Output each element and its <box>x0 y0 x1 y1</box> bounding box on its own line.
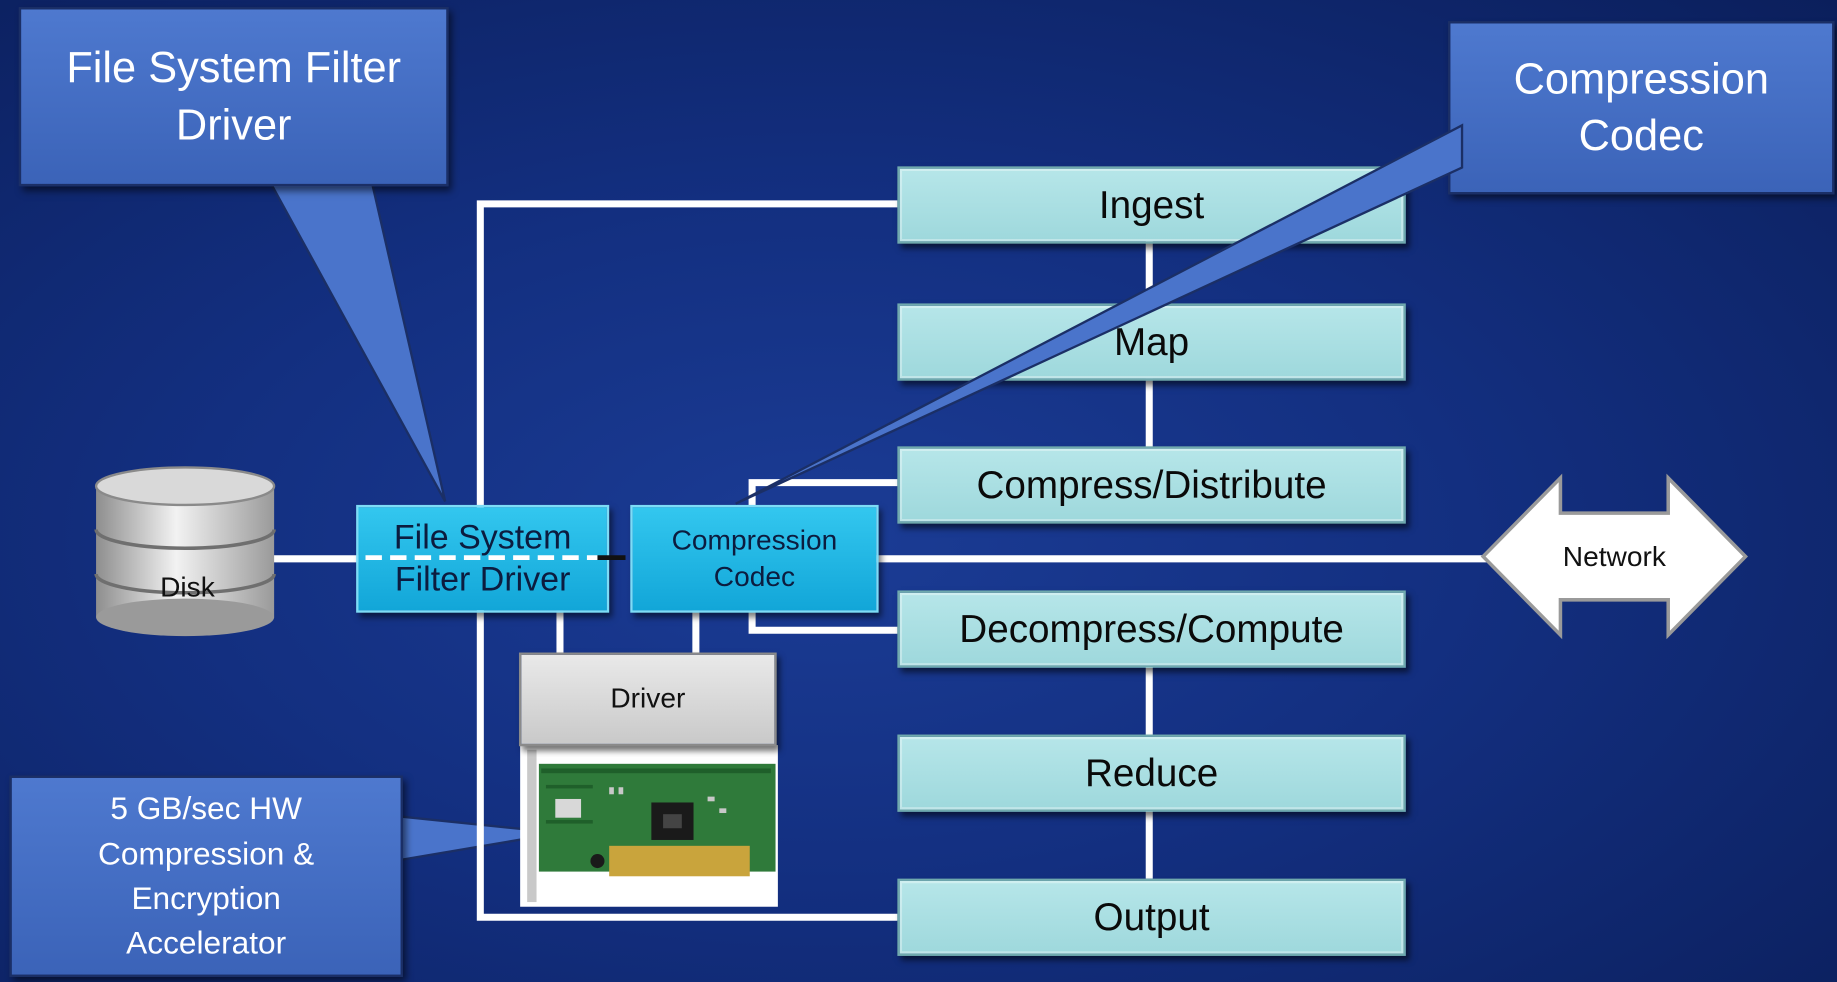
fs-filter-callout-text: File System Filter Driver <box>66 43 402 149</box>
network-arrow-icon <box>1480 473 1749 640</box>
ingest-box: Ingest <box>897 166 1406 244</box>
driver-label: Driver <box>610 682 686 715</box>
compress-distribute-label: Compress/Distribute <box>976 462 1327 507</box>
network-label-wrap: Network <box>1544 537 1685 579</box>
compression-codec-box: Compression Codec <box>630 504 879 613</box>
output-label: Output <box>1093 895 1210 939</box>
reduce-box: Reduce <box>897 734 1406 812</box>
hw-accelerator-callout: 5 GB/sec HW Compression & Encryption Acc… <box>9 775 403 978</box>
driver-box: Driver <box>518 652 777 747</box>
dashed-separator <box>365 555 626 560</box>
output-box: Output <box>897 878 1406 956</box>
disk-label: Disk <box>160 571 215 604</box>
codec-callout-text: Compression Codec <box>1513 54 1769 160</box>
fs-filter-callout-pointer <box>269 183 447 502</box>
disk-icon <box>94 466 276 637</box>
compression-codec-label: Compression Codec <box>671 524 838 593</box>
map-label: Map <box>1113 319 1190 364</box>
decompress-compute-box: Decompress/Compute <box>897 590 1406 668</box>
codec-callout: Compression Codec <box>1447 21 1835 195</box>
fs-filter-callout: File System Filter Driver <box>18 7 449 187</box>
network-label: Network <box>1562 541 1666 573</box>
disk-label-wrap: Disk <box>138 569 236 606</box>
accelerator-card-image <box>520 745 778 907</box>
reduce-label: Reduce <box>1084 750 1219 795</box>
map-box: Map <box>897 303 1406 381</box>
fs-filter-driver-label: File System Filter Driver <box>393 518 572 599</box>
decompress-compute-label: Decompress/Compute <box>959 606 1344 651</box>
compress-distribute-box: Compress/Distribute <box>897 446 1406 524</box>
hw-accelerator-callout-text: 5 GB/sec HW Compression & Encryption Acc… <box>98 791 315 962</box>
ingest-label: Ingest <box>1098 182 1205 227</box>
